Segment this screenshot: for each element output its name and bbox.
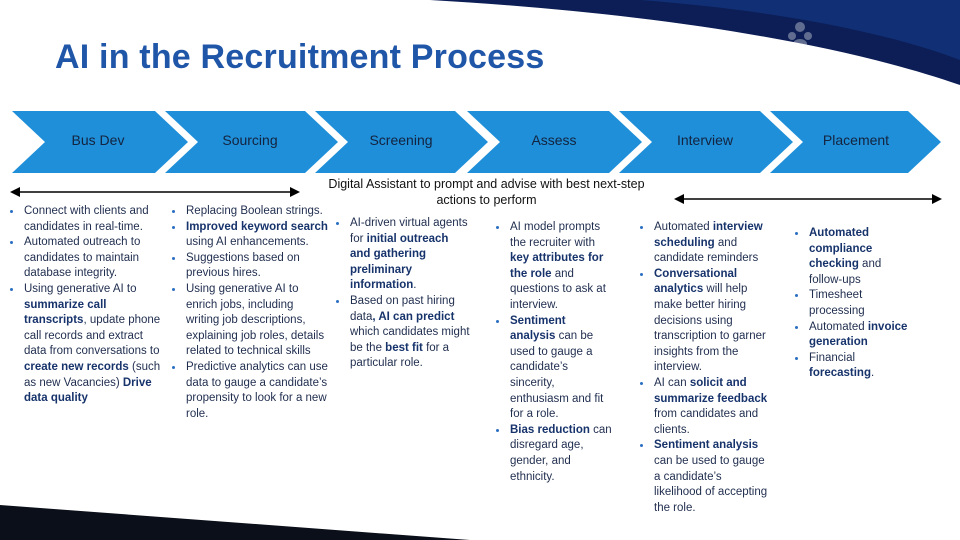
- bullet-item: Automated compliance checking and follow…: [807, 226, 917, 288]
- text-segment: Connect with clients and candidates in r…: [24, 205, 149, 233]
- bold-text: Automated compliance checking: [809, 227, 873, 271]
- bullet-item: Conversational analytics will help make …: [652, 267, 772, 376]
- text-segment: can be used to gauge a candidate’s since…: [510, 330, 604, 421]
- bold-text: forecasting: [809, 367, 871, 380]
- text-segment: .: [413, 279, 417, 292]
- text-segment: will help make better hiring decisions u…: [654, 283, 766, 374]
- text-segment: .: [871, 367, 875, 380]
- bold-text: create new records: [24, 360, 129, 373]
- bold-text: Sentiment analysis: [510, 314, 566, 343]
- bullet-item: Using generative AI to enrich jobs, incl…: [184, 282, 328, 360]
- text-segment: and questions to ask at interview.: [510, 267, 606, 311]
- column-placement: Automated compliance checking and follow…: [795, 226, 917, 382]
- text-segment: AI can: [654, 376, 690, 389]
- text-segment: Predictive analytics can use data to gau…: [186, 360, 328, 420]
- text-segment: Automated: [654, 221, 713, 233]
- text-segment: for a particular role.: [350, 341, 450, 370]
- bottom-wedge-shape: [0, 505, 470, 540]
- bullet-item: Automated invoice generation: [807, 320, 917, 351]
- bullet-item: Connect with clients and candidates in r…: [22, 204, 162, 235]
- chevron-sourcing: [165, 111, 338, 173]
- bold-text: invoice generation: [809, 320, 908, 349]
- bullet-item: Automated outreach to candidates to main…: [22, 235, 162, 282]
- digital-assistant-caption: Digital Assistant to prompt and advise w…: [328, 177, 645, 207]
- page-title: AI in the Recruitment Process: [55, 38, 545, 76]
- bullet-item: Automated interview scheduling and candi…: [652, 220, 772, 267]
- text-segment: from candidates and clients.: [654, 408, 759, 436]
- bullet-item: Replacing Boolean strings.: [184, 204, 328, 220]
- column-screening: AI-driven virtual agents for initial out…: [336, 216, 470, 372]
- bold-text: key attributes for the role: [510, 252, 604, 280]
- top-swoosh-highlight: [640, 0, 960, 60]
- bullet-item: Improved keyword search using AI enhance…: [184, 220, 328, 251]
- bullet-item: Predictive analytics can use data to gau…: [184, 360, 328, 422]
- column-interview: Automated interview scheduling and candi…: [640, 220, 772, 516]
- chevron-placement: [770, 111, 941, 173]
- bullet-item: AI model prompts the recruiter with key …: [508, 220, 614, 314]
- bold-text: best fit: [385, 341, 423, 354]
- stage-label-bus-dev: Bus Dev: [71, 132, 125, 148]
- text-segment: Automated: [809, 320, 868, 333]
- text-segment: (such as new Vacancies): [24, 360, 161, 389]
- bullet-item: Financial forecasting.: [807, 351, 917, 382]
- text-segment: Automated outreach to candidates to main…: [24, 236, 141, 280]
- text-segment: and follow-ups: [809, 258, 882, 286]
- bullet-item: AI can solicit and summarize feedback fr…: [652, 376, 772, 438]
- stage-label-interview: Interview: [676, 132, 734, 148]
- text-segment: can be used to gauge a candidate’s likel…: [654, 454, 768, 514]
- text-segment: Financial: [809, 351, 856, 364]
- text-segment: Timesheet processing: [809, 289, 865, 317]
- text-segment: using AI enhancements.: [186, 236, 309, 249]
- text-segment: AI model prompts the recruiter with: [510, 221, 601, 249]
- bullet-item: Using generative AI to summarize call tr…: [22, 282, 162, 407]
- text-segment: Using generative AI to: [24, 282, 137, 295]
- bold-text: initial outreach and gathering prelimina…: [350, 232, 449, 292]
- bold-text: Conversational analytics: [654, 267, 738, 296]
- right-double-arrow: [674, 194, 942, 204]
- bold-text: interview scheduling: [654, 221, 763, 249]
- bold-text: solicit and summarize feedback: [654, 376, 768, 405]
- text-segment: can disregard age, gender, and ethnicity…: [510, 423, 612, 483]
- bullet-item: Sentiment analysis can be used to gauge …: [508, 314, 614, 423]
- bullet-item: Bias reduction can disregard age, gender…: [508, 423, 614, 485]
- bold-text: summarize call transcripts: [24, 298, 107, 327]
- text-segment: Suggestions based on previous hires.: [186, 251, 300, 280]
- text-segment: and candidate reminders: [654, 236, 759, 265]
- text-segment: which candidates might be the: [350, 326, 470, 354]
- bullet-item: Timesheet processing: [807, 288, 917, 319]
- left-double-arrow: [10, 187, 300, 197]
- stage-label-sourcing: Sourcing: [222, 132, 278, 148]
- text-segment: AI-driven virtual agents for: [350, 217, 468, 245]
- paw-logo-icon: [788, 22, 812, 49]
- chevron-screening: [315, 111, 488, 173]
- text-segment: Replacing Boolean strings.: [186, 205, 323, 217]
- chevron-interview: [619, 111, 793, 173]
- stage-label-screening: Screening: [369, 132, 433, 148]
- stage-label-assess: Assess: [531, 132, 577, 148]
- chevron-assess: [467, 111, 642, 173]
- bold-text: Drive data quality: [24, 376, 152, 405]
- bullet-item: Based on past hiring data, AI can predic…: [348, 294, 470, 372]
- bold-text: Improved keyword search: [186, 220, 328, 233]
- bullet-item: AI-driven virtual agents for initial out…: [348, 216, 470, 294]
- bold-text: Bias reduction: [510, 423, 590, 436]
- text-segment: Based on past hiring data: [350, 294, 455, 323]
- text-segment: , update phone call records and extract …: [24, 314, 161, 358]
- stage-label-placement: Placement: [822, 132, 890, 148]
- text-segment: Using generative AI to enrich jobs, incl…: [186, 282, 325, 358]
- column-sourcing: Replacing Boolean strings. Improved keywo…: [172, 204, 328, 422]
- bullet-item: Suggestions based on previous hires.: [184, 251, 328, 282]
- bold-text: , AI can predict: [372, 310, 455, 323]
- chevron-bus-dev: [12, 111, 188, 173]
- column-bus-dev: Connect with clients and candidates in r…: [10, 204, 162, 407]
- bold-text: Sentiment analysis: [654, 439, 759, 452]
- column-assess: AI model prompts the recruiter with key …: [496, 220, 614, 485]
- bullet-item: Sentiment analysis can be used to gauge …: [652, 438, 772, 516]
